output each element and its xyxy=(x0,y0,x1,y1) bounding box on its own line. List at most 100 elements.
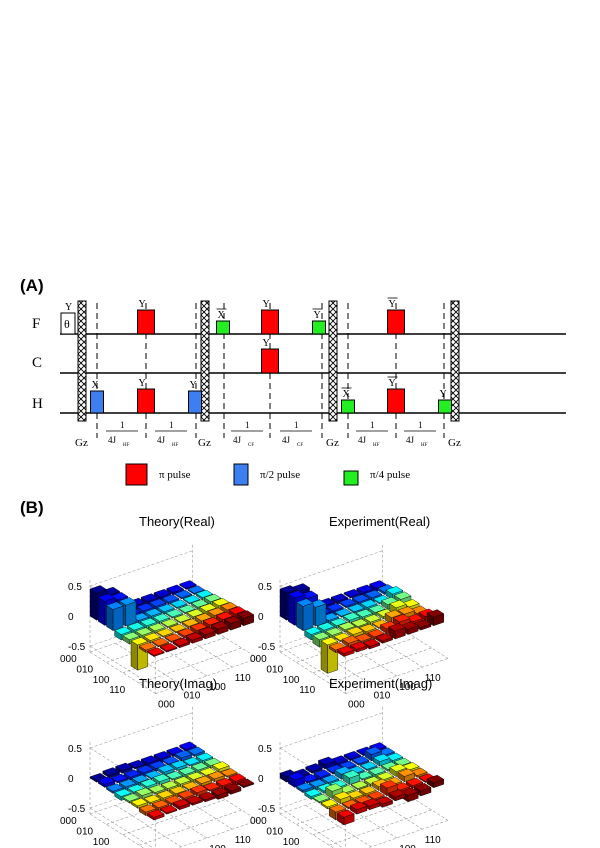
col-tick-label: 110 xyxy=(235,835,251,846)
col-tick-label: 010 xyxy=(184,691,201,702)
plot-title: Theory(Imag) xyxy=(139,676,217,691)
col-tick-label: 100 xyxy=(399,844,416,848)
svg-text:HF: HF xyxy=(123,443,130,448)
matrix-bar xyxy=(152,773,171,785)
matrix-bar xyxy=(174,589,193,600)
z-tick-label: 0.5 xyxy=(68,582,82,593)
pulse-phase-label: X xyxy=(218,310,226,321)
matrix-bar xyxy=(172,637,191,649)
channel-label-c: C xyxy=(32,355,42,371)
pulse-phase-label: X xyxy=(343,389,351,400)
pulse-pi4-h: Y xyxy=(438,389,452,414)
pulse-pi-h: Y xyxy=(137,378,155,414)
row-tick-label: 010 xyxy=(76,664,93,675)
matrix-bar xyxy=(223,783,242,795)
matrix-bar xyxy=(115,762,133,774)
pulse-pi2-h: Y xyxy=(188,380,202,414)
svg-text:π/4 pulse: π/4 pulse xyxy=(370,469,410,481)
row-tick-label: 110 xyxy=(299,685,315,696)
theta-pulse: Y θ xyxy=(60,302,76,335)
matrix-bar xyxy=(165,609,184,619)
row-tick-label: 000 xyxy=(60,654,77,665)
z-tick-label: -0.5 xyxy=(258,642,276,653)
matrix-bar xyxy=(179,580,197,590)
matrix-bar xyxy=(157,764,175,776)
pulse-pi-f: Y xyxy=(261,299,279,335)
gradient-label: Gz xyxy=(75,437,88,449)
pulse-pi-f: Y xyxy=(137,299,155,335)
matrix-bar xyxy=(194,775,213,787)
matrix-bar xyxy=(97,776,116,788)
matrix-bar xyxy=(349,641,368,653)
gradient-label: Gz xyxy=(326,437,339,449)
row-tick-label: 000 xyxy=(250,816,267,827)
matrix-bar xyxy=(102,767,121,779)
pulse-pi2-h: X xyxy=(90,380,104,414)
matrix-bar xyxy=(143,794,162,805)
matrix-bar xyxy=(346,626,364,638)
channel-label-h: H xyxy=(32,396,43,412)
matrix-bar xyxy=(189,784,208,797)
matrix-bar xyxy=(350,618,369,629)
svg-text:1: 1 xyxy=(418,420,423,430)
z-tick-label: 0.5 xyxy=(258,582,272,593)
matrix-bar xyxy=(185,632,204,644)
matrix-bar xyxy=(207,771,226,783)
plot-title: Experiment(Imag) xyxy=(329,676,432,691)
plot-title: Theory(Real) xyxy=(139,514,215,529)
pulse-phase-label: X xyxy=(92,380,100,391)
row-tick-label: 000 xyxy=(60,816,77,827)
matrix-plot-imag_theory: Theory(Imag)0.50-0.500001010011000001010… xyxy=(60,676,259,848)
matrix-bar xyxy=(350,780,369,791)
matrix-bar xyxy=(220,768,238,778)
matrix-bar xyxy=(342,770,361,785)
svg-text:HF: HF xyxy=(373,443,380,448)
row-tick-label: 100 xyxy=(283,837,300,848)
svg-text:CF: CF xyxy=(248,443,254,448)
z-tick-label: 0 xyxy=(258,774,264,785)
matrix-bar xyxy=(336,645,355,657)
svg-text:1: 1 xyxy=(120,420,125,430)
matrix-bar xyxy=(130,798,149,809)
svg-text:4J: 4J xyxy=(358,435,367,445)
pulse-pi-c: Y xyxy=(261,338,279,374)
matrix-bar xyxy=(105,601,124,631)
pulse-phase-label: Y xyxy=(389,299,396,310)
matrix-bar xyxy=(159,804,178,815)
matrix-bar xyxy=(397,768,416,783)
row-tick-label: 010 xyxy=(76,826,93,837)
col-tick-label: 110 xyxy=(235,673,251,684)
matrix-bar xyxy=(312,793,331,804)
matrix-bar xyxy=(139,778,158,790)
legend-item: π pulse xyxy=(125,463,191,486)
matrix-bar xyxy=(182,757,201,767)
matrix-bar xyxy=(426,609,445,627)
matrix-bar xyxy=(198,791,216,803)
matrix-plot-real_theory: Theory(Real)0.50-0.500001010011000001010… xyxy=(60,514,259,710)
matrix-bar xyxy=(151,637,170,648)
matrix-bar xyxy=(336,809,355,826)
matrix-bar xyxy=(165,771,184,781)
legend-item: π/2 pulse xyxy=(233,463,300,486)
col-tick-label: 110 xyxy=(425,673,441,684)
pulse-pi4-h: X xyxy=(341,387,355,414)
matrix-plot-imag_exp: Experiment(Imag)0.50-0.50000101001100000… xyxy=(250,676,449,848)
matrix-bar xyxy=(372,753,391,767)
panel-a-label: (A) xyxy=(20,276,44,295)
svg-text:4J: 4J xyxy=(108,435,117,445)
row-tick-label: 000 xyxy=(250,654,267,665)
plot-title: Experiment(Real) xyxy=(329,514,430,529)
matrix-bar xyxy=(156,628,174,638)
gradient-bar xyxy=(77,300,87,422)
matrix-bar xyxy=(351,755,370,766)
matrix-bar xyxy=(295,782,314,793)
theta-symbol: θ xyxy=(64,317,70,331)
z-tick-label: 0.5 xyxy=(258,744,272,755)
pulse-pi4-f: X xyxy=(216,308,230,335)
matrix-bar xyxy=(135,787,153,799)
matrix-bar xyxy=(295,598,314,631)
matrix-bar xyxy=(347,603,365,614)
matrix-bar xyxy=(146,647,165,657)
z-tick-label: 0.5 xyxy=(68,744,82,755)
